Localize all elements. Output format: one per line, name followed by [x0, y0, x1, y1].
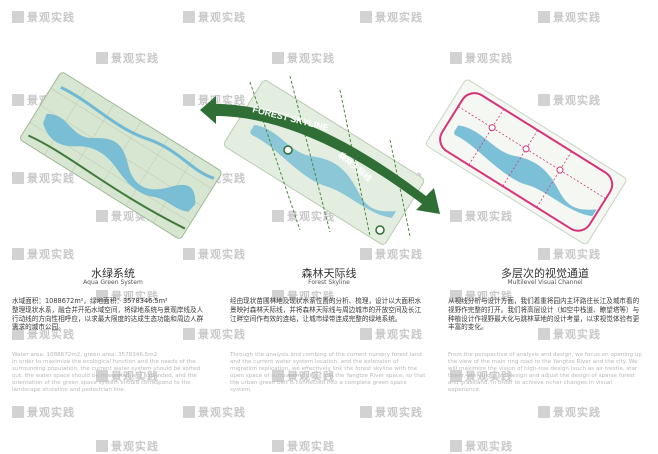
watermark: 景观实践 [272, 50, 335, 66]
watermark: 景观实践 [450, 50, 513, 66]
view-lines [249, 75, 411, 237]
watermark: 景观实践 [96, 438, 159, 454]
viewpoint-node [522, 145, 530, 153]
panel-description-en: Water area: 1088672m2, green area: 35783… [12, 352, 201, 393]
watermark-logo-icon [12, 248, 24, 260]
watermark-logo-icon [538, 248, 550, 260]
watermark: 景观实践 [272, 438, 335, 454]
watermark: 景观实践 [272, 368, 335, 384]
watermark-logo-icon [96, 370, 108, 382]
main-ring-road [439, 92, 614, 232]
watermark-logo-icon [12, 94, 24, 106]
watermark: 景观实践 [538, 326, 601, 342]
panel-title: 多层次的视觉通道 [501, 267, 589, 280]
panel-subtitle: Multilevel Visual Channel [507, 279, 583, 286]
watermark: 景观实践 [12, 246, 75, 262]
watermark: 景观实践 [360, 246, 423, 262]
watermark-logo-icon [96, 210, 108, 222]
watermark: 景观实践 [12, 9, 75, 25]
watermark-logo-icon [360, 248, 372, 260]
watermark: 景观实践 [183, 326, 246, 342]
water-channel [60, 86, 215, 180]
watermark-logo-icon [12, 328, 24, 340]
watermark-logo-icon [96, 440, 108, 452]
watermark-logo-icon [12, 11, 24, 23]
watermark-logo-icon [538, 406, 550, 418]
green-belt [27, 134, 186, 230]
watermark: 景观实践 [183, 246, 246, 262]
panel-subtitle: Forest Skyline [308, 279, 350, 286]
watermark: 景观实践 [450, 438, 513, 454]
watermark-logo-icon [272, 210, 284, 222]
watermark-logo-icon [183, 94, 195, 106]
panel-description: 经由现状苗圃林地及现状水系位置的分析、梳理，设计以大面积水景映衬森林天际线，并将… [230, 297, 422, 323]
panel-subtitle: Aqua Green System [83, 279, 143, 286]
watermark: 景观实践 [450, 208, 513, 224]
watermark: 景观实践 [272, 208, 335, 224]
watermark-logo-icon [272, 440, 284, 452]
watermark-logo-icon [96, 52, 108, 64]
multilevel-visual-channel-map [425, 79, 627, 245]
panel-description: 水域面积：1088672m²，绿地面积：3578346.5m² 整理现状水系，融… [12, 297, 204, 332]
watermark: 景观实践 [450, 368, 513, 384]
watermark-logo-icon [360, 328, 372, 340]
watermark: 景观实践 [96, 50, 159, 66]
watermark: 景观实践 [272, 288, 335, 304]
watermark: 景观实践 [538, 246, 601, 262]
watermark-logo-icon [450, 370, 462, 382]
forest-skyline-map: FOREST SKYLINE 森林天际线 [200, 75, 440, 245]
watermark-logo-icon [183, 11, 195, 23]
watermark-logo-icon [538, 328, 550, 340]
watermark: 景观实践 [360, 326, 423, 342]
watermark-logo-icon [12, 172, 24, 184]
forest-skyline-arrow-icon [200, 96, 440, 214]
water-body [453, 125, 597, 217]
watermark-logo-icon [450, 210, 462, 222]
panel-title: 森林天际线 [301, 267, 357, 280]
watermark-logo-icon [272, 52, 284, 64]
watermark-logo-icon [450, 52, 462, 64]
watermark-logo-icon [183, 248, 195, 260]
view-node [375, 225, 385, 235]
watermark: 景观实践 [183, 9, 246, 25]
water-body [43, 113, 196, 212]
watermark-logo-icon [12, 406, 24, 418]
watermark: 景观实践 [183, 404, 246, 420]
watermark-logo-icon [360, 11, 372, 23]
panel-description-en: Through the analysis and combing of the … [230, 352, 426, 393]
watermark-logo-icon [183, 328, 195, 340]
watermark-logo-icon [538, 94, 550, 106]
panel-description-en: From the perspective of analysis and des… [448, 352, 642, 393]
watermark: 景观实践 [12, 326, 75, 342]
watermark-logo-icon [360, 406, 372, 418]
watermark: 景观实践 [538, 9, 601, 25]
aqua-green-system-map [20, 72, 222, 239]
watermark-logo-icon [96, 290, 108, 302]
panel-title: 水绿系统 [91, 267, 135, 280]
watermark-logo-icon [450, 290, 462, 302]
watermark: 景观实践 [538, 404, 601, 420]
watermark-logo-icon [450, 440, 462, 452]
watermark-logo-icon [183, 406, 195, 418]
watermark: 景观实践 [360, 404, 423, 420]
watermark: 景观实践 [12, 404, 75, 420]
watermark: 景观实践 [12, 170, 75, 186]
watermark: 景观实践 [360, 9, 423, 25]
viewpoint-node [488, 124, 496, 132]
watermark: 景观实践 [96, 368, 159, 384]
watermark-logo-icon [538, 11, 550, 23]
visual-channels [458, 106, 606, 208]
watermark: 景观实践 [538, 92, 601, 108]
watermark-logo-icon [272, 370, 284, 382]
watermark-logo-icon [272, 290, 284, 302]
watermark: 景观实践 [96, 288, 159, 304]
panel-description: 从视线分析与设计方面，我们着重将园内主环路往长江及城市看的视野作完整的打开。我们… [448, 297, 640, 332]
viewpoint-node [556, 166, 564, 174]
view-node [283, 145, 293, 155]
watermark: 景观实践 [450, 288, 513, 304]
